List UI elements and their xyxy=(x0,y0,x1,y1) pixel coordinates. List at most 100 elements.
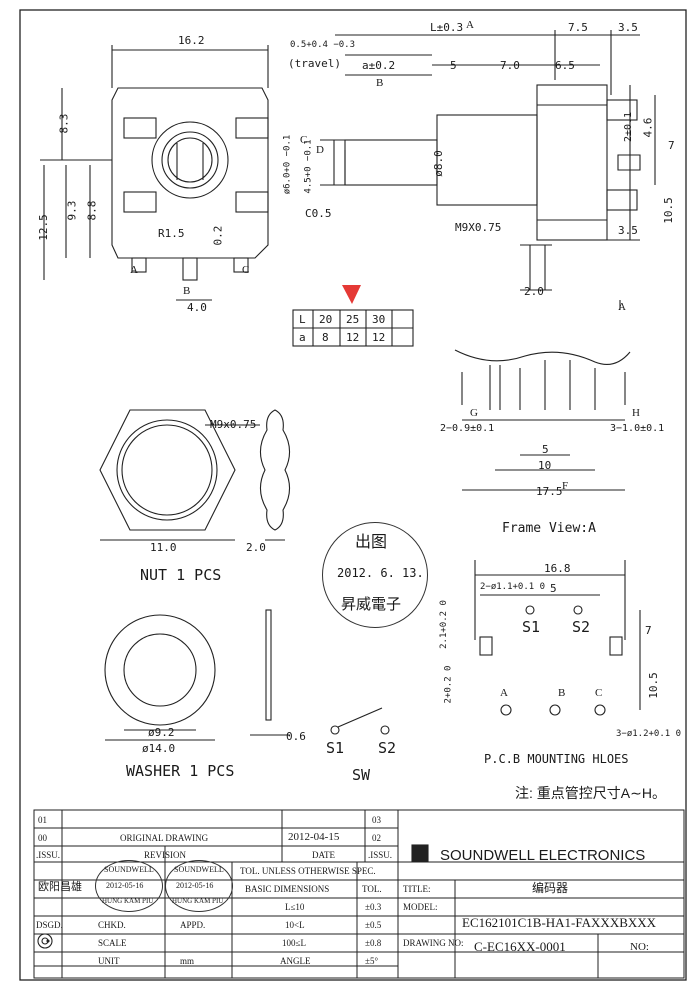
washer-thick: 0.6 xyxy=(286,730,306,743)
signature-stamp-1: SOUNDWELL 2012-05-16 HUNG KAM PIU xyxy=(95,860,163,912)
side-flat: 4.5+0 −0.1 xyxy=(303,139,314,194)
table-cell: 30 xyxy=(372,313,386,326)
side-d105: 10.5 xyxy=(661,197,675,224)
pcb-d105: 10.5 xyxy=(646,672,660,699)
front-pin-a: A xyxy=(130,264,138,276)
side-d75: 7.5 xyxy=(568,21,588,34)
frame-label-f: F xyxy=(562,480,569,492)
front-h2: 12.5 xyxy=(36,214,50,241)
front-pin-c: C xyxy=(242,264,250,276)
side-bush-dia: ø8.0 xyxy=(431,150,445,177)
side-d35: 3.5 xyxy=(618,21,638,34)
side-pin-h: 2±0.1 xyxy=(623,111,635,143)
front-width-dim: 16.2 xyxy=(178,34,205,47)
side-a-tol: a±0.2 xyxy=(362,59,396,72)
control-note: 注: 重点管控尺寸A∼H。 xyxy=(515,785,666,801)
tol-row1-v: ±0.3 xyxy=(365,902,382,912)
soundwell-logo-icon xyxy=(411,844,429,862)
pcb-d21: 2.1+0.2 0 xyxy=(438,600,449,649)
frame-g-dim: 2−0.9±0.1 xyxy=(440,423,495,434)
side-total-len: L±0.3 xyxy=(430,21,464,34)
side-label-c: C xyxy=(300,134,308,146)
nut-caption: NUT 1 PCS xyxy=(140,566,222,584)
washer-outer: ø14.0 xyxy=(142,742,176,755)
front-radius: R1.5 xyxy=(158,227,185,240)
signature-stamp-2: SOUNDWELL 2012-05-16 HUNG KAM PIU xyxy=(165,860,233,912)
pcb-d7: 7 xyxy=(645,624,652,637)
frame-label-g: G xyxy=(470,407,478,419)
pcb-b: B xyxy=(558,687,566,699)
chkd-label: CHKD. xyxy=(98,920,126,930)
issu-label-2: .ISSU. xyxy=(368,850,393,860)
frame-h-dim: 3−1.0±0.1 xyxy=(610,423,665,434)
front-h1: 8.3 xyxy=(57,113,71,134)
tol-row2-v: ±0.5 xyxy=(365,920,382,930)
front-right-dim: 0.2 xyxy=(211,225,225,246)
pcb-s1: S1 xyxy=(522,618,541,636)
switch-s2: S2 xyxy=(378,739,397,757)
basic-dims: BASIC DIMENSIONS xyxy=(245,884,330,894)
pcb-width: 16.8 xyxy=(544,562,571,575)
table-cell: a xyxy=(299,331,306,344)
switch-label: SW xyxy=(352,766,371,784)
date-label: DATE xyxy=(312,850,335,860)
pcb-d2: 2+0.2 0 xyxy=(443,665,454,704)
rev-03: 03 xyxy=(372,815,381,825)
angle-label: ANGLE xyxy=(280,956,311,966)
side-d70: 7.0 xyxy=(500,59,520,72)
dimension-table xyxy=(292,309,414,347)
table-cell: 8 xyxy=(322,331,329,344)
angle-value: ±5° xyxy=(365,956,379,966)
title-block xyxy=(33,809,685,979)
no-label: NO: xyxy=(630,941,649,953)
side-d46: 4.6 xyxy=(641,117,655,138)
pcb-caption: P.C.B MOUNTING HLOES xyxy=(484,752,629,766)
nut-drawing xyxy=(99,409,291,541)
frame-d175: 17.5 xyxy=(536,485,563,498)
side-d35b: 3.5 xyxy=(618,224,638,237)
appd-label: APPD. xyxy=(180,920,206,930)
frame-d10: 10 xyxy=(538,459,552,472)
red-arrow-icon xyxy=(342,285,361,304)
side-thread: M9X0.75 xyxy=(455,221,502,234)
pcb-d5: 5 xyxy=(550,582,557,595)
side-label-d: D xyxy=(316,144,324,156)
table-cell: 20 xyxy=(319,313,333,326)
washer-drawing xyxy=(104,609,290,741)
frame-caption: Frame View:A xyxy=(502,521,596,536)
tol-row1: L≤10 xyxy=(285,902,305,912)
washer-inner: ø9.2 xyxy=(148,726,175,739)
frame-view xyxy=(454,349,631,491)
switch-s1: S1 xyxy=(326,739,345,757)
pcb-layout xyxy=(474,560,641,716)
title-label: TITLE: xyxy=(403,884,431,894)
dsgd-label: DSGD. xyxy=(36,920,63,930)
model-label: MODEL: xyxy=(403,902,438,912)
pcb-hole-main: 3−ø1.2+0.1 0 xyxy=(616,729,682,739)
nut-thick: 2.0 xyxy=(246,541,266,554)
front-view xyxy=(40,45,269,301)
model-value: EC162101C1B-HA1-FAXXXBXXX xyxy=(462,915,657,930)
rev-00: 00 xyxy=(38,833,47,843)
title-value: 编码器 xyxy=(532,881,569,895)
frame-d5: 5 xyxy=(542,443,549,456)
tol-title: TOL. UNLESS OTHERWISE SPEC. xyxy=(240,866,376,876)
unit-value: mm xyxy=(180,956,195,966)
stamp-line2: 2012. 6. 13. xyxy=(337,566,424,580)
side-travel: (travel) xyxy=(288,57,341,70)
scale-label: SCALE xyxy=(98,938,127,948)
side-d20: 2.0 xyxy=(524,285,544,298)
pcb-s2: S2 xyxy=(572,618,591,636)
table-cell: 12 xyxy=(346,331,360,344)
tol-header: TOL. xyxy=(362,884,382,894)
rev-00-desc: ORIGINAL DRAWING xyxy=(120,833,209,843)
side-d5: 5 xyxy=(450,59,457,72)
front-pitch: 4.0 xyxy=(187,301,207,314)
side-label-b: B xyxy=(376,77,384,89)
tol-row3: 100≤L xyxy=(282,938,306,948)
designer-name: 欧阳昌雄 xyxy=(38,881,82,893)
pcb-c: C xyxy=(595,687,603,699)
front-h3: 9.3 xyxy=(65,200,79,221)
issu-label: .ISSU. xyxy=(36,850,61,860)
washer-caption: WASHER 1 PCS xyxy=(126,762,235,780)
